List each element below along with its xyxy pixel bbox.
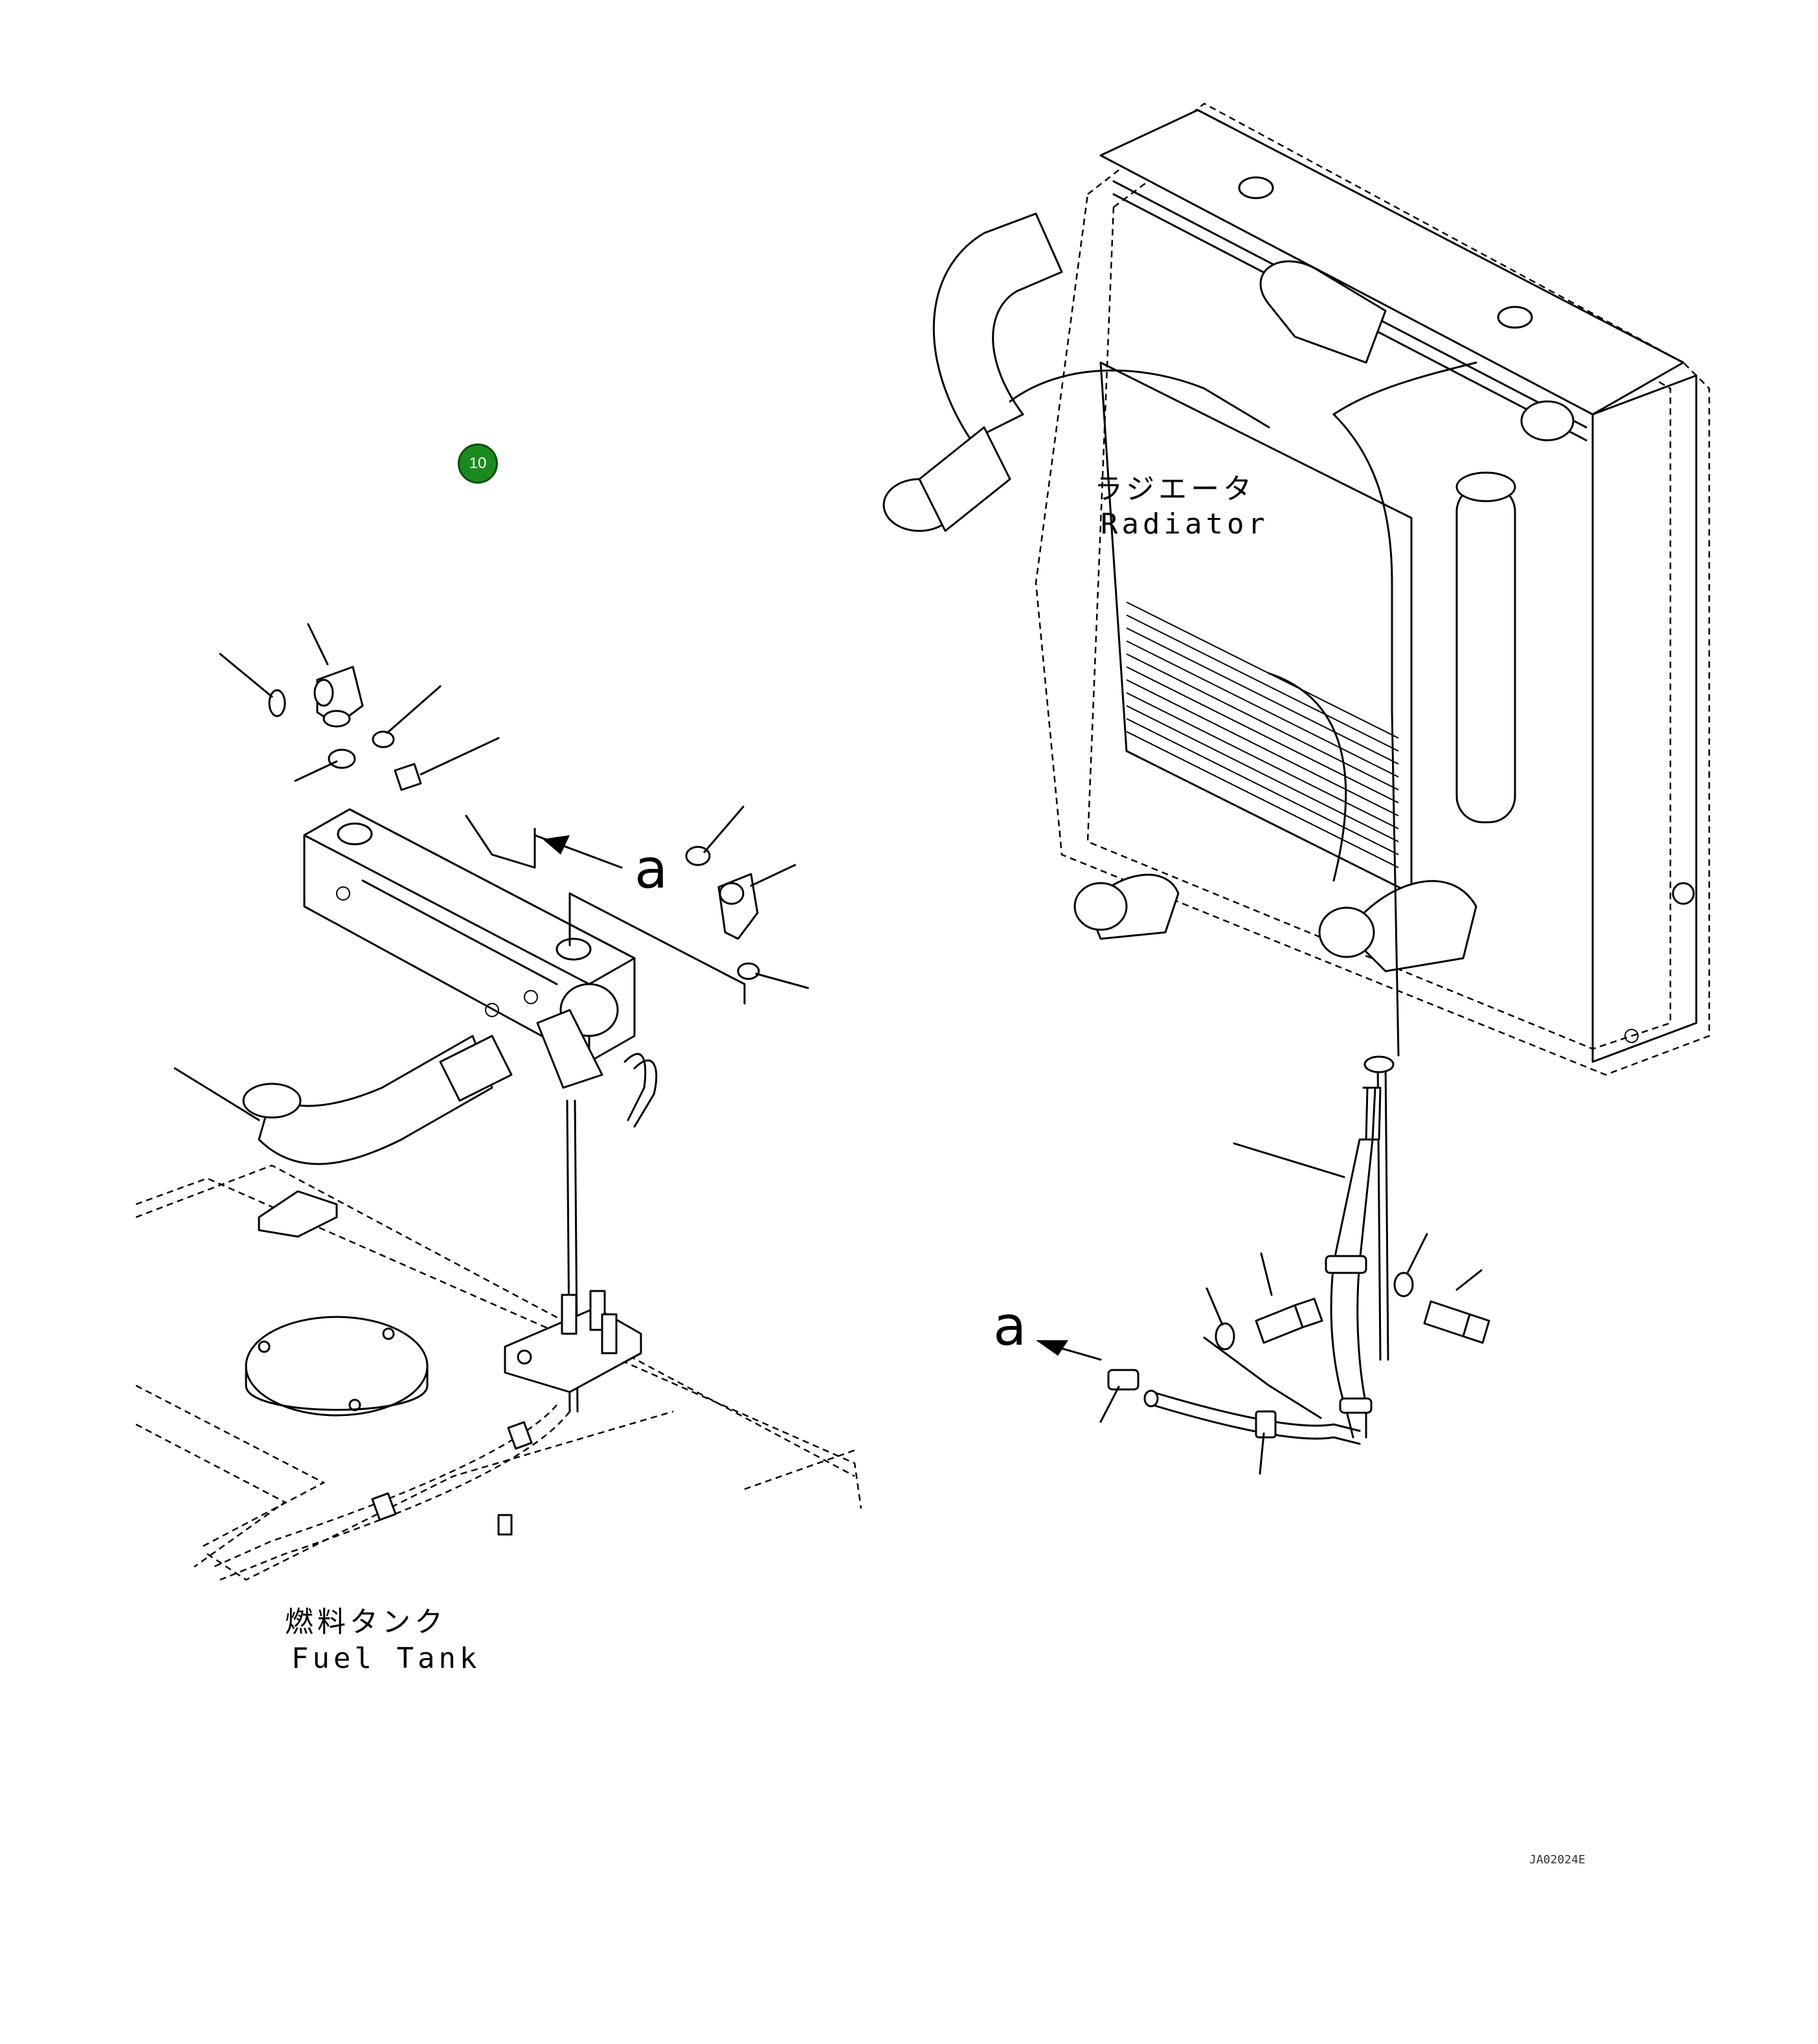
drain-hose-assembly [1036,1055,1490,1475]
radiator-core-fins [1126,601,1399,868]
o-ring-2 [372,730,395,748]
o-ring-1 [268,689,286,717]
callout-10[interactable]: 10 [458,444,498,484]
radiator-assembly [882,102,1711,1076]
o-ring-3 [328,748,356,769]
fuel-tank-label-jp: 燃料タンク [285,1606,447,1639]
drawing-code: JA02024E [1529,1853,1586,1867]
o-ring-4 [685,846,711,866]
view-marker-a-left: a [634,837,668,901]
fuel-tank-label-en: Fuel Tank [291,1642,481,1675]
radiator-label-jp: ラジエータ [1094,473,1256,506]
sub-tank-assembly [174,623,809,1413]
view-marker-a-right: a [993,1294,1027,1358]
o-ring-5 [737,962,760,980]
radiator-label-en: Radiator [1101,508,1269,541]
fuel-tank [135,1164,862,1581]
